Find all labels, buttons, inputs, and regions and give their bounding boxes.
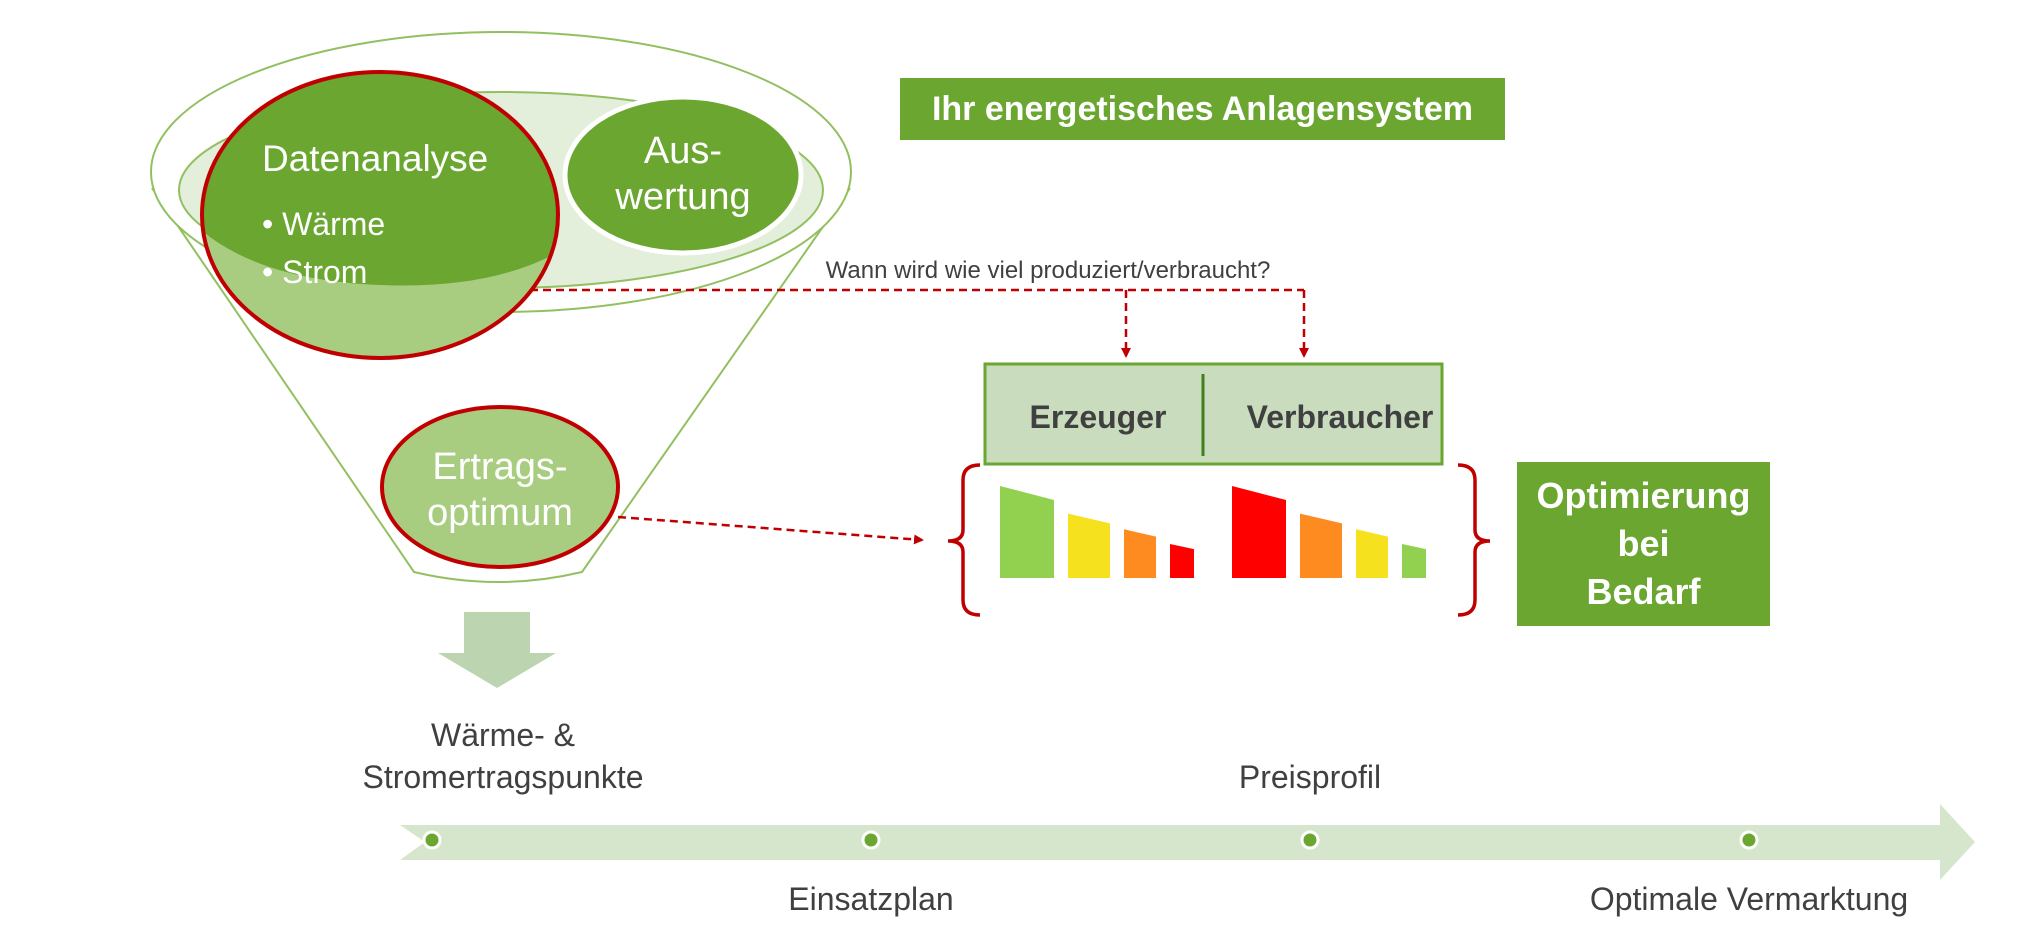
dashed-connectors [530, 288, 1309, 545]
timeline-dot [1300, 830, 1320, 850]
timeline-arrow [400, 804, 1975, 880]
producer-consumer-table: Erzeuger Verbraucher [983, 362, 1444, 466]
optimization-line-1: Optimierung [1536, 475, 1751, 516]
timeline-dot [1739, 830, 1759, 850]
producer-bar [1124, 529, 1156, 578]
analysis-circle [200, 70, 560, 360]
timeline-dot [861, 830, 881, 850]
price-profile-label: Preisprofil [1239, 759, 1381, 795]
optimization-line-3: Bedarf [1586, 571, 1701, 612]
right-bracket [1457, 463, 1491, 617]
yield-line-2: optimum [427, 492, 573, 534]
analysis-bullet-list: • Wärme • Strom [262, 200, 385, 296]
producer-bar [1068, 513, 1110, 578]
bullet-text: Wärme [282, 206, 386, 242]
down-arrow-icon [438, 612, 556, 688]
optimal-marketing-label: Optimale Vermarktung [1590, 881, 1908, 917]
optimization-line-2: bei [1617, 523, 1670, 564]
yield-line-1: Ertrags- [432, 446, 568, 488]
producer-bar [1000, 486, 1054, 578]
yield-circle [380, 405, 620, 569]
consumer-label: Verbraucher [1247, 399, 1434, 435]
consumer-bar [1402, 543, 1426, 578]
analysis-bullet-item: • Strom [262, 254, 368, 290]
bar-brackets [947, 463, 1491, 617]
evaluation-line-1: Aus- [643, 130, 723, 172]
analysis-title: Datenanalyse [262, 138, 489, 179]
yield-label: Ertrags- optimum [382, 444, 618, 536]
evaluation-line-2: wertung [615, 176, 751, 218]
consumer-bar [1300, 513, 1342, 578]
title-box-label: Ihr energetisches Anlagensystem [931, 89, 1474, 128]
evaluation-circle [562, 94, 804, 256]
price-bars [1000, 486, 1426, 578]
producer-label: Erzeuger [1030, 399, 1167, 435]
question-label: Wann wird wie viel produziert/verbraucht… [826, 257, 1271, 284]
consumer-bar [1232, 486, 1286, 578]
consumer-bar [1356, 529, 1388, 578]
heat-power-label-1: Wärme- & [431, 717, 575, 753]
heat-power-label-2: Stromertragspunkte [362, 759, 643, 795]
bullet-text: Strom [282, 254, 368, 290]
timeline-dot [422, 830, 442, 850]
analysis-bullet-item: • Wärme [262, 206, 386, 242]
optimization-box [1517, 462, 1770, 626]
evaluation-label: Aus- wertung [565, 128, 801, 220]
title-box [900, 78, 1505, 140]
left-bracket [947, 463, 981, 617]
optimization-label: Optimierung bei Bedarf [1517, 462, 1770, 626]
timeline-dots [422, 830, 1759, 850]
connector-yield-to-bars [617, 515, 924, 545]
producer-bar [1170, 543, 1194, 578]
deployment-plan-label: Einsatzplan [788, 881, 953, 917]
